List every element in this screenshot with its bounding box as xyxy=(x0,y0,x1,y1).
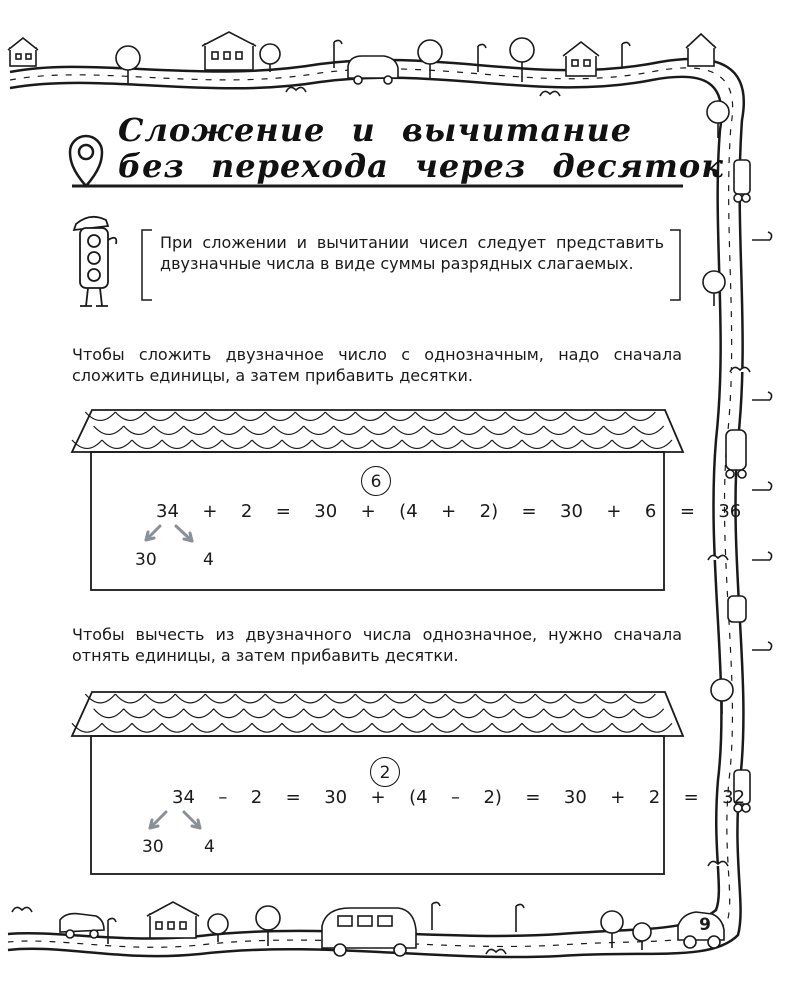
roof-tile-row xyxy=(84,693,656,704)
townhouse-icon xyxy=(201,31,281,72)
car-icon xyxy=(59,912,105,939)
bottom-decorations xyxy=(11,901,725,957)
house-wall xyxy=(90,451,665,591)
example-house-addition xyxy=(70,409,685,591)
roof xyxy=(70,409,685,453)
car-icon xyxy=(677,911,725,949)
street-lamp-icon xyxy=(752,231,773,651)
roof-tile-row xyxy=(71,722,673,733)
street-lamp-icon xyxy=(477,43,487,72)
tree-icon xyxy=(706,100,730,138)
traffic-light-mascot-icon xyxy=(72,215,118,307)
car-icon xyxy=(725,429,751,813)
circled-number: 6 xyxy=(361,466,391,496)
car-icon xyxy=(733,159,751,203)
roof-tile-row xyxy=(93,425,665,436)
townhouse-icon xyxy=(146,901,229,942)
roof-tiles xyxy=(71,693,673,733)
tree-icon xyxy=(115,45,141,84)
tree-icon xyxy=(702,270,734,714)
ones-value: 4 xyxy=(203,550,214,570)
roof-tile-row xyxy=(71,439,673,450)
house-icon xyxy=(7,36,39,67)
roof xyxy=(70,691,685,737)
roof-tile-row xyxy=(93,708,665,719)
rule-bracket-right xyxy=(670,229,681,301)
subtraction-intro: Чтобы вычесть из двузначного числа одноз… xyxy=(72,625,682,665)
bush-icon xyxy=(285,86,561,97)
addition-intro: Чтобы сложить двузначное число с однозна… xyxy=(72,345,682,385)
map-pin-icon xyxy=(68,134,104,188)
arrow-icon xyxy=(144,524,202,830)
subtraction-equation: 34 – 2 = 30 + (4 – 2) = 30 + 2 = 32 xyxy=(172,787,746,808)
top-decorations xyxy=(7,31,717,97)
street-lamp-icon xyxy=(621,41,631,68)
roof-tiles xyxy=(71,411,673,450)
house-icon xyxy=(562,40,600,77)
example-house-subtraction xyxy=(70,691,685,875)
tree-icon xyxy=(509,37,535,82)
addition-equation: 34 + 2 = 30 + (4 + 2) = 30 + 6 = 36 xyxy=(156,501,742,522)
circled-number: 2 xyxy=(370,757,400,787)
right-decorations xyxy=(702,100,773,867)
bus-icon xyxy=(321,907,417,957)
house-wall xyxy=(90,735,665,875)
street-lamp-icon xyxy=(333,39,343,68)
tree-icon xyxy=(417,39,443,80)
bush-icon xyxy=(11,906,507,955)
page-title-line1: Сложение и вычитание xyxy=(118,111,633,149)
car-icon xyxy=(347,55,399,85)
road-outer-edge xyxy=(7,57,745,959)
house-icon xyxy=(685,32,717,67)
street-lamp-icon xyxy=(107,901,525,944)
ones-value: 4 xyxy=(204,837,215,857)
tree-icon xyxy=(255,905,652,950)
page-title-line2: без перехода через десяток xyxy=(118,147,724,185)
roof-tile-row xyxy=(84,411,656,422)
tens-value: 30 xyxy=(135,550,157,570)
rule-text: При сложении и вычитании чисел следует п… xyxy=(160,233,664,273)
bush-icon xyxy=(707,366,751,867)
rule-bracket-left xyxy=(141,229,152,301)
page-number: 9 xyxy=(699,915,711,935)
tens-value: 30 xyxy=(142,837,164,857)
